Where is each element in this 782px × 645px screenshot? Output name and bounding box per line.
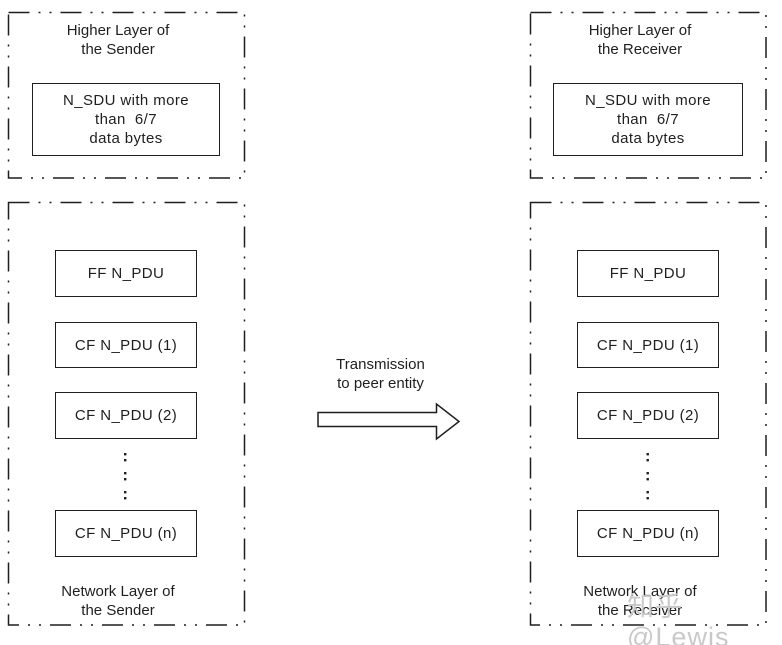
- transmission-arrow-icon: [317, 402, 461, 441]
- receiver-ff-pdu-box: FF N_PDU: [577, 250, 719, 297]
- vertical-ellipsis-sender-icon: [124, 453, 127, 500]
- sender-network-layer-label: Network Layer of the Sender: [61, 583, 175, 619]
- sender-network-layer-boundary: [7, 201, 246, 626]
- sender-cf-pdu-2-box: CF N_PDU (2): [55, 392, 197, 439]
- receiver-network-layer-boundary: [529, 201, 767, 626]
- sender-sdu-box: N_SDU with more than 6/7 data bytes: [32, 83, 220, 156]
- sender-cf-pdu-n-box: CF N_PDU (n): [55, 510, 197, 557]
- receiver-higher-layer-boundary: [529, 11, 767, 179]
- sender-higher-layer-label: Higher Layer of the Sender: [66, 22, 170, 58]
- receiver-cf-pdu-n-box: CF N_PDU (n): [577, 510, 719, 557]
- receiver-network-layer-label: Network Layer of the Receiver: [583, 583, 697, 619]
- receiver-cf-pdu-1-box: CF N_PDU (1): [577, 322, 719, 368]
- sender-cf-pdu-1-box: CF N_PDU (1): [55, 322, 197, 368]
- transmission-label: Transmission to peer entity: [336, 356, 425, 392]
- receiver-sdu-box: N_SDU with more than 6/7 data bytes: [553, 83, 743, 156]
- sender-ff-pdu-box: FF N_PDU: [55, 250, 197, 297]
- vertical-ellipsis-receiver-icon: [646, 453, 649, 500]
- receiver-cf-pdu-2-box: CF N_PDU (2): [577, 392, 719, 439]
- sender-higher-layer-boundary: [7, 11, 246, 179]
- receiver-higher-layer-label: Higher Layer of the Receiver: [588, 22, 692, 58]
